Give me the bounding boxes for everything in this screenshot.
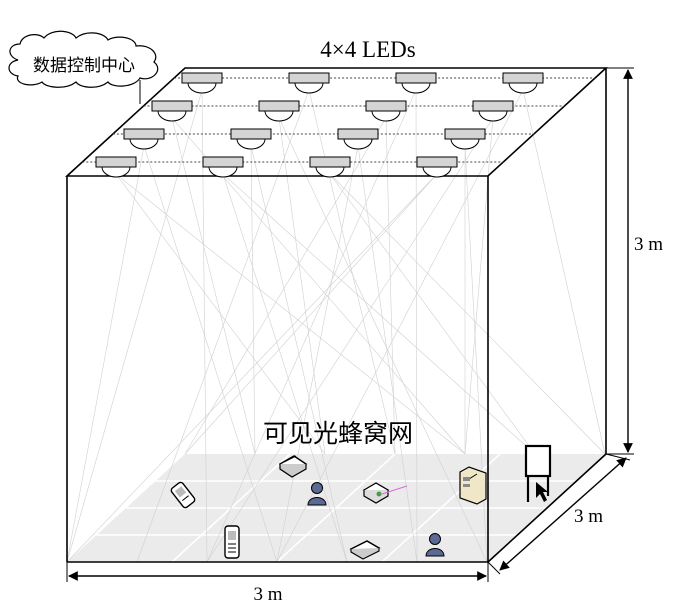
light-beam — [66, 145, 145, 563]
light-beam — [329, 173, 606, 455]
light-beam — [278, 117, 488, 563]
led-lamp — [309, 156, 351, 178]
pc-tower-icon — [459, 466, 487, 505]
user-icon — [425, 533, 445, 557]
light-beam — [464, 117, 494, 455]
projector-icon — [362, 482, 408, 504]
led-lamp — [337, 128, 379, 150]
led-lamp — [288, 72, 330, 94]
light-beam — [222, 173, 348, 563]
light-beam — [115, 173, 326, 455]
mobile-phone-icon — [224, 525, 240, 559]
user-icon — [307, 482, 327, 506]
light-beams — [66, 89, 606, 563]
light-beam — [357, 145, 418, 563]
led-lamp — [365, 100, 407, 122]
light-beam — [201, 89, 208, 563]
light-beam — [66, 173, 438, 563]
light-beam — [184, 173, 438, 455]
tablet-icon — [349, 540, 381, 560]
width-label: 3 m — [253, 584, 282, 605]
light-beam — [276, 145, 359, 563]
cloud-label: 数据控制中心 — [33, 56, 135, 76]
led-lamp — [395, 72, 437, 94]
light-beam — [115, 173, 466, 455]
light-beam — [136, 89, 310, 563]
light-beam — [250, 145, 256, 455]
light-beam — [278, 117, 326, 455]
scanner-icon — [278, 455, 308, 478]
led-lamp — [202, 156, 244, 178]
phone-icon — [170, 481, 196, 509]
light-beam — [171, 117, 256, 455]
depth-dimension: 3 m — [487, 453, 631, 575]
light-beam — [143, 145, 278, 563]
led-lamp — [502, 72, 544, 94]
led-lamp — [230, 128, 272, 150]
light-beam — [522, 89, 606, 455]
light-beam — [206, 89, 417, 563]
light-beam — [222, 173, 536, 455]
led-lamp — [95, 156, 137, 178]
depth-label: 3 m — [574, 506, 603, 527]
network-label: 可见光蜂窝网 — [263, 419, 413, 448]
led-lamp — [258, 100, 300, 122]
led-lamp — [444, 128, 486, 150]
light-beam — [415, 89, 418, 563]
led-lamp — [416, 156, 458, 178]
light-beam — [250, 145, 348, 563]
height-dimension: 3 m — [606, 67, 663, 455]
light-beam — [329, 173, 536, 455]
led-lamp — [472, 100, 514, 122]
width-dimension: 3 m — [66, 562, 489, 605]
diagram-title: 4×4 LEDs — [320, 37, 415, 62]
height-label: 3 m — [634, 234, 663, 255]
light-beam — [385, 117, 396, 455]
light-beam — [66, 89, 203, 563]
led-lamp — [151, 100, 193, 122]
led-array — [95, 72, 544, 178]
light-beam — [308, 89, 396, 455]
led-lamp — [181, 72, 223, 94]
data-center-cloud: 数据控制中心 — [8, 30, 159, 88]
led-lamp — [123, 128, 165, 150]
presentation-board-icon — [524, 444, 552, 502]
light-beam — [206, 117, 494, 563]
